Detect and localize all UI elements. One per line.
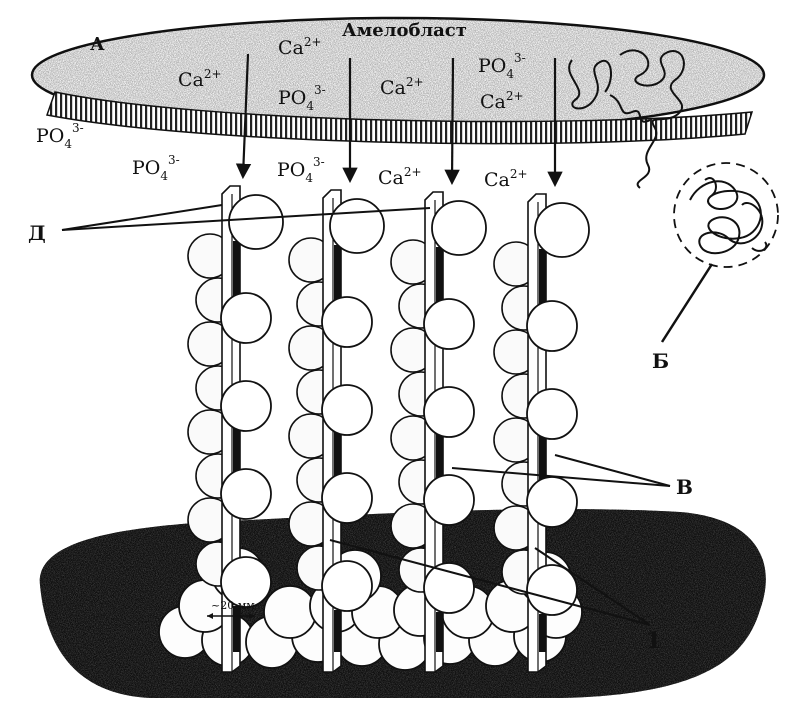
mineral-sphere [527, 565, 577, 615]
mineral-sphere [527, 301, 577, 351]
mineral-sphere [322, 473, 372, 523]
ion-arrow [452, 58, 453, 182]
mineral-sphere [432, 201, 486, 255]
label-b: Б [652, 349, 669, 373]
label-b-pointer [662, 264, 712, 342]
mineral-sphere [322, 561, 372, 611]
phosphate-ion-label: PO43- [36, 121, 84, 151]
dark-core-segment [436, 612, 443, 652]
ameloblast-title: Амелобласт [342, 20, 467, 41]
phosphate-ion-label: PO43- [277, 155, 325, 185]
dark-core-segment [539, 614, 546, 652]
mineral-sphere [221, 469, 271, 519]
label-v: В [676, 475, 693, 499]
mineral-sphere [322, 385, 372, 435]
dark-core-segment [334, 610, 341, 652]
mineral-sphere [264, 586, 316, 638]
mineral-sphere [424, 563, 474, 613]
dark-core-segment [233, 606, 240, 652]
calcium-ion-label: Ca2+ [378, 165, 422, 189]
mineral-sphere [322, 297, 372, 347]
mineral-sphere [527, 389, 577, 439]
mineral-sphere [527, 477, 577, 527]
mineral-sphere [229, 195, 283, 249]
mineral-sphere [535, 203, 589, 257]
mineral-sphere [424, 475, 474, 525]
mineral-sphere [221, 381, 271, 431]
label-a: А [90, 34, 105, 55]
mineral-sphere [424, 387, 474, 437]
mineral-sphere [330, 199, 384, 253]
label-1: 1 [646, 628, 661, 654]
phosphate-ion-label: PO43- [132, 153, 180, 183]
calcium-ion-label: Ca2+ [484, 167, 528, 191]
label-d-pointer-1 [62, 205, 222, 230]
protein-coil [674, 163, 778, 267]
scale-bar: ~20 мм [207, 599, 255, 619]
label-d: Д [28, 221, 46, 245]
scale-label: ~20 мм [211, 599, 255, 612]
mineral-sphere [424, 299, 474, 349]
mineral-sphere [221, 293, 271, 343]
